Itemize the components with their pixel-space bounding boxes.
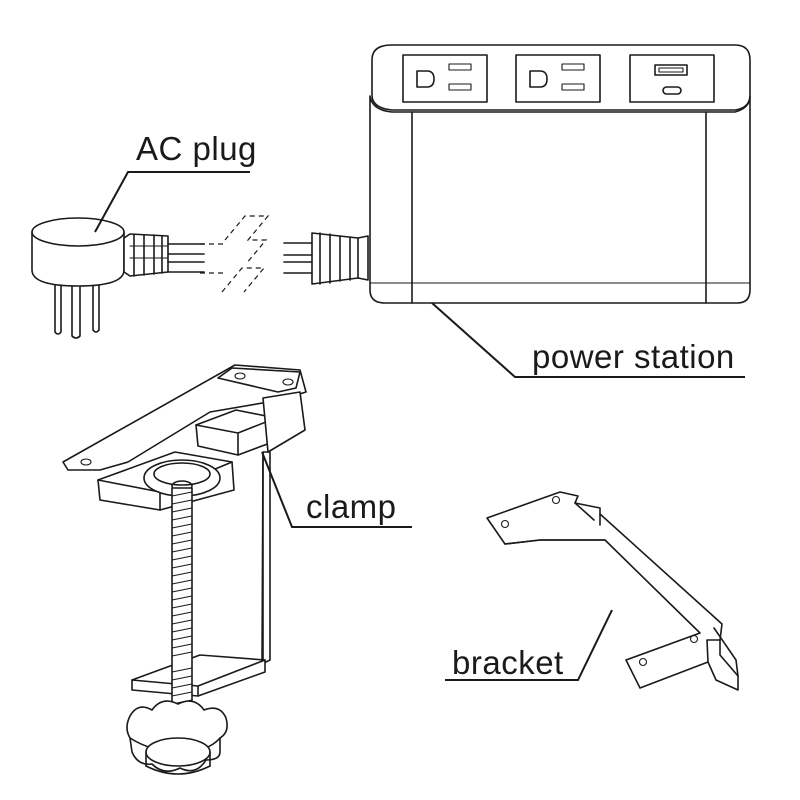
bracket <box>486 491 739 691</box>
label-clamp: clamp <box>306 488 397 525</box>
station-cable-strain-relief <box>283 232 369 285</box>
ac-outlet-2 <box>515 54 601 103</box>
label-power-station: power station <box>532 338 735 375</box>
ac-outlet-1 <box>402 54 488 103</box>
leader-bracket <box>445 609 613 681</box>
leader-ac-plug <box>94 171 250 233</box>
usb-port-panel <box>629 54 715 103</box>
label-bracket: bracket <box>452 644 564 681</box>
clamp <box>62 364 307 775</box>
label-ac-plug: AC plug <box>136 130 257 167</box>
cable-break-symbol <box>200 215 270 293</box>
power-station <box>283 44 751 304</box>
leader-clamp <box>261 451 412 528</box>
ac-plug <box>31 217 205 339</box>
leader-power-station <box>431 302 745 378</box>
